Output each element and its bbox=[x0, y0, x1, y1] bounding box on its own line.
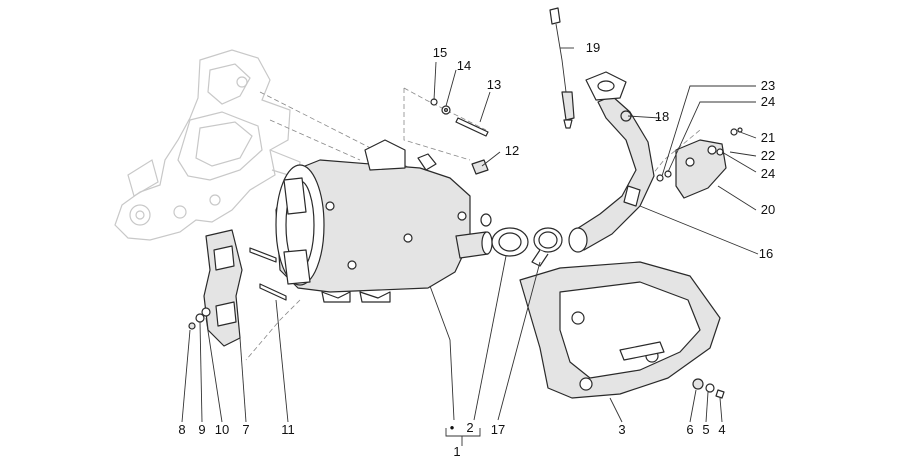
lambda-sensor bbox=[549, 7, 575, 129]
silencer-body bbox=[275, 139, 471, 303]
callout-9: 9 bbox=[198, 422, 205, 437]
callout-13: 13 bbox=[487, 77, 501, 92]
callout-4: 4 bbox=[718, 422, 725, 437]
callout-14: 14 bbox=[457, 58, 471, 73]
clamp bbox=[531, 227, 563, 267]
callout-11: 11 bbox=[281, 422, 295, 437]
ghost-swingarm bbox=[114, 49, 301, 241]
small-heat-shield bbox=[675, 139, 727, 199]
callout-labels: 1 2 • 3 4 5 6 7 8 9 10 11 12 13 14 15 16… bbox=[178, 40, 775, 458]
callout-7: 7 bbox=[242, 422, 249, 437]
callout-20: 20 bbox=[761, 202, 775, 217]
connector-sleeve bbox=[491, 227, 529, 257]
callout-12: 12 bbox=[505, 143, 519, 158]
callout-19: 19 bbox=[586, 40, 600, 55]
leader-lines bbox=[181, 47, 759, 446]
callout-24-upper: 24 bbox=[761, 94, 775, 109]
callout-17: 17 bbox=[491, 422, 505, 437]
mount-bracket bbox=[203, 229, 287, 347]
callout-10: 10 bbox=[215, 422, 229, 437]
callout-2: 2 bbox=[466, 420, 473, 435]
callout-1: 1 bbox=[453, 444, 460, 458]
callout-22: 22 bbox=[761, 148, 775, 163]
callout-23: 23 bbox=[761, 78, 775, 93]
callout-18: 18 bbox=[655, 109, 669, 124]
callout-21: 21 bbox=[761, 130, 775, 145]
callout-16: 16 bbox=[759, 246, 773, 261]
callout-15: 15 bbox=[433, 45, 447, 60]
heat-shield bbox=[519, 261, 721, 399]
callout-2-dot: • bbox=[450, 420, 455, 435]
callout-24-lower: 24 bbox=[761, 166, 775, 181]
callout-5: 5 bbox=[702, 422, 709, 437]
silencer-outlet bbox=[455, 231, 493, 259]
exhaust-manifold bbox=[568, 71, 655, 253]
callout-6: 6 bbox=[686, 422, 693, 437]
callout-8: 8 bbox=[178, 422, 185, 437]
callout-3: 3 bbox=[618, 422, 625, 437]
